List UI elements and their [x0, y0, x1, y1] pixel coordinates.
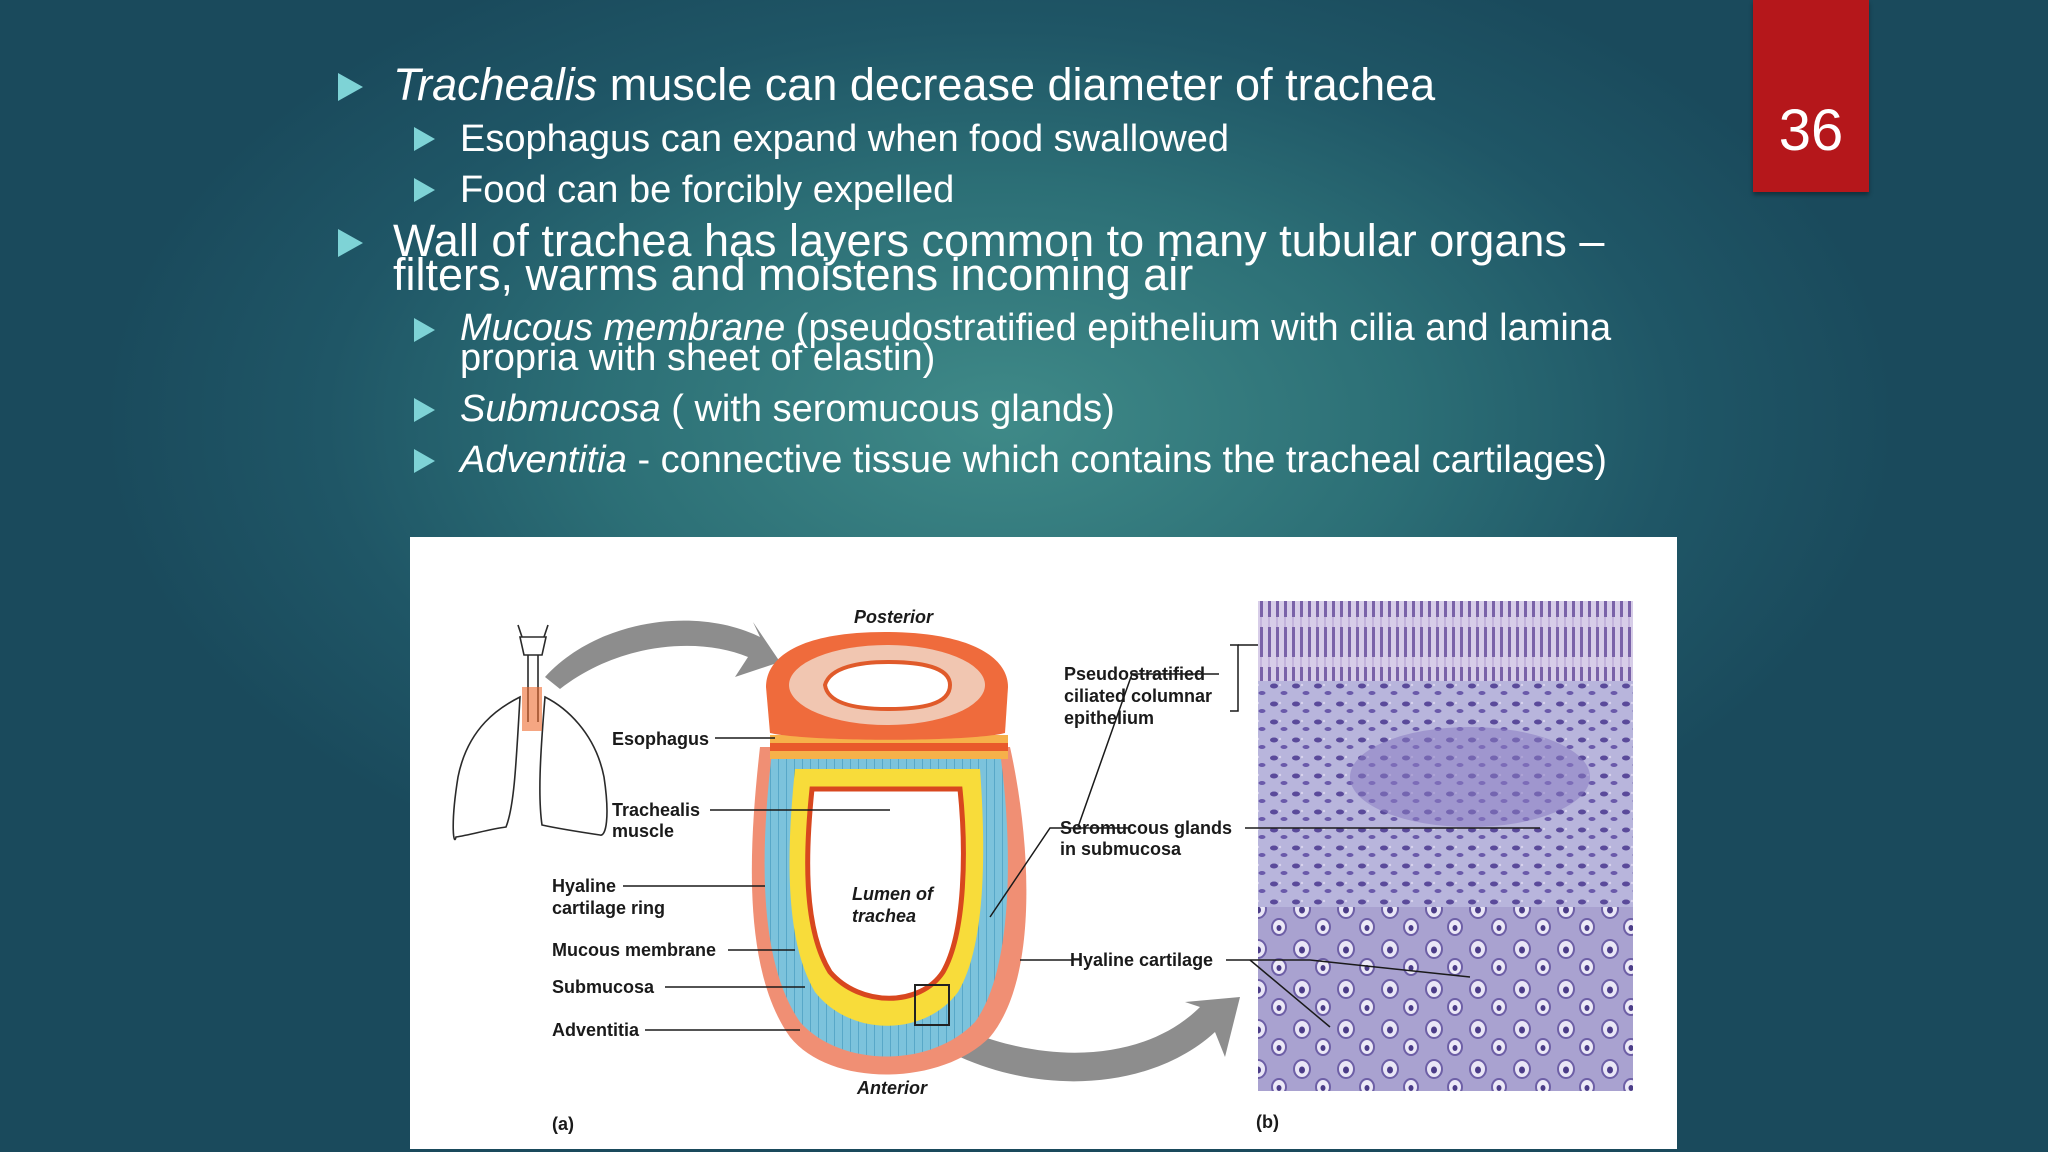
- label-adventitia: Adventitia: [552, 1020, 640, 1040]
- micrograph-panel: [1258, 601, 1633, 1091]
- bullet-arrow-icon: [414, 318, 435, 342]
- label-hyaline-cartilage: Hyaline cartilage: [1070, 950, 1213, 970]
- bullet-2-2-text: ( with seromucous glands): [660, 388, 1115, 430]
- slide-number: 36: [1778, 98, 1844, 163]
- label-posterior: Posterior: [854, 607, 934, 627]
- label-hyaline: Hyaline: [552, 876, 616, 896]
- bullet-1-italic: Trachealis: [393, 59, 598, 110]
- label-anterior: Anterior: [856, 1078, 928, 1098]
- bullet-1-1: Esophagus can expand when food swallowed: [460, 118, 1229, 160]
- grey-arrow-icon: [545, 620, 780, 689]
- label-mucous-membrane: Mucous membrane: [552, 940, 716, 960]
- bullet-2-1-italic: Mucous membrane: [460, 307, 786, 349]
- label-cartilage-ring: cartilage ring: [552, 898, 665, 918]
- bullet-2-2: Submucosa ( with seromucous glands): [460, 390, 1115, 428]
- label-lumen: Lumen of: [852, 884, 935, 904]
- label-panel-a: (a): [552, 1114, 574, 1134]
- leader-lines: [623, 644, 1540, 1031]
- label-trachealis: Trachealis: [612, 800, 700, 820]
- label-submucosa: Submucosa: [552, 977, 655, 997]
- bullet-2-line-2: filters, warms and moistens incoming air: [393, 249, 1194, 300]
- bullet-2-line-1: Wall of trachea has layers common to man…: [393, 215, 1605, 266]
- label-trachea: trachea: [852, 906, 916, 926]
- bullet-arrow-icon: [414, 449, 435, 473]
- bullet-2-1-line-1: Mucous membrane (pseudostratified epithe…: [460, 309, 1611, 347]
- bullet-2-3: Adventitia - connective tissue which con…: [460, 441, 1607, 479]
- label-epithelium: epithelium: [1064, 708, 1154, 728]
- trachea-figure: Posterior Anterior Esophagus Trachealis …: [410, 537, 1677, 1149]
- trachea-illustration: Posterior Anterior Esophagus Trachealis …: [452, 601, 1633, 1134]
- bullet-arrow-icon: [414, 398, 435, 422]
- bullet-1-text: muscle can decrease diameter of trachea: [597, 59, 1436, 110]
- bullet-2-1-text: (pseudostratified epithelium with cilia …: [785, 307, 1612, 349]
- label-muscle: muscle: [612, 821, 674, 841]
- label-panel-b: (b): [1256, 1112, 1279, 1132]
- bullet-2-1-line-2: propria with sheet of elastin): [460, 337, 936, 379]
- bullet-arrow-icon: [338, 229, 363, 257]
- slide-number-badge: 36: [1753, 0, 1869, 192]
- grey-arrow-icon: [960, 997, 1240, 1082]
- label-esophagus: Esophagus: [612, 729, 709, 749]
- label-ciliated-columnar: ciliated columnar: [1064, 686, 1212, 706]
- bullet-1-2: Food can be forcibly expelled: [460, 169, 955, 211]
- bullet-2-3-italic: Adventitia: [460, 439, 627, 481]
- label-seromucous-glands: Seromucous glands: [1060, 818, 1232, 838]
- bullet-list: Trachealis muscle can decrease diameter …: [0, 0, 1753, 500]
- bullet-2-3-text: - connective tissue which contains the t…: [626, 439, 1607, 481]
- trachea-highlight: [522, 687, 542, 731]
- bullet-arrow-icon: [338, 73, 363, 101]
- label-in-submucosa: in submucosa: [1060, 839, 1182, 859]
- bullet-arrow-icon: [414, 178, 435, 202]
- bullet-arrow-icon: [414, 127, 435, 151]
- bullet-1: Trachealis muscle can decrease diameter …: [393, 62, 1435, 107]
- label-pseudostratified: Pseudostratified: [1064, 664, 1205, 684]
- bullet-2-2-italic: Submucosa: [460, 388, 661, 430]
- trachea-cross-section: [751, 632, 1027, 1075]
